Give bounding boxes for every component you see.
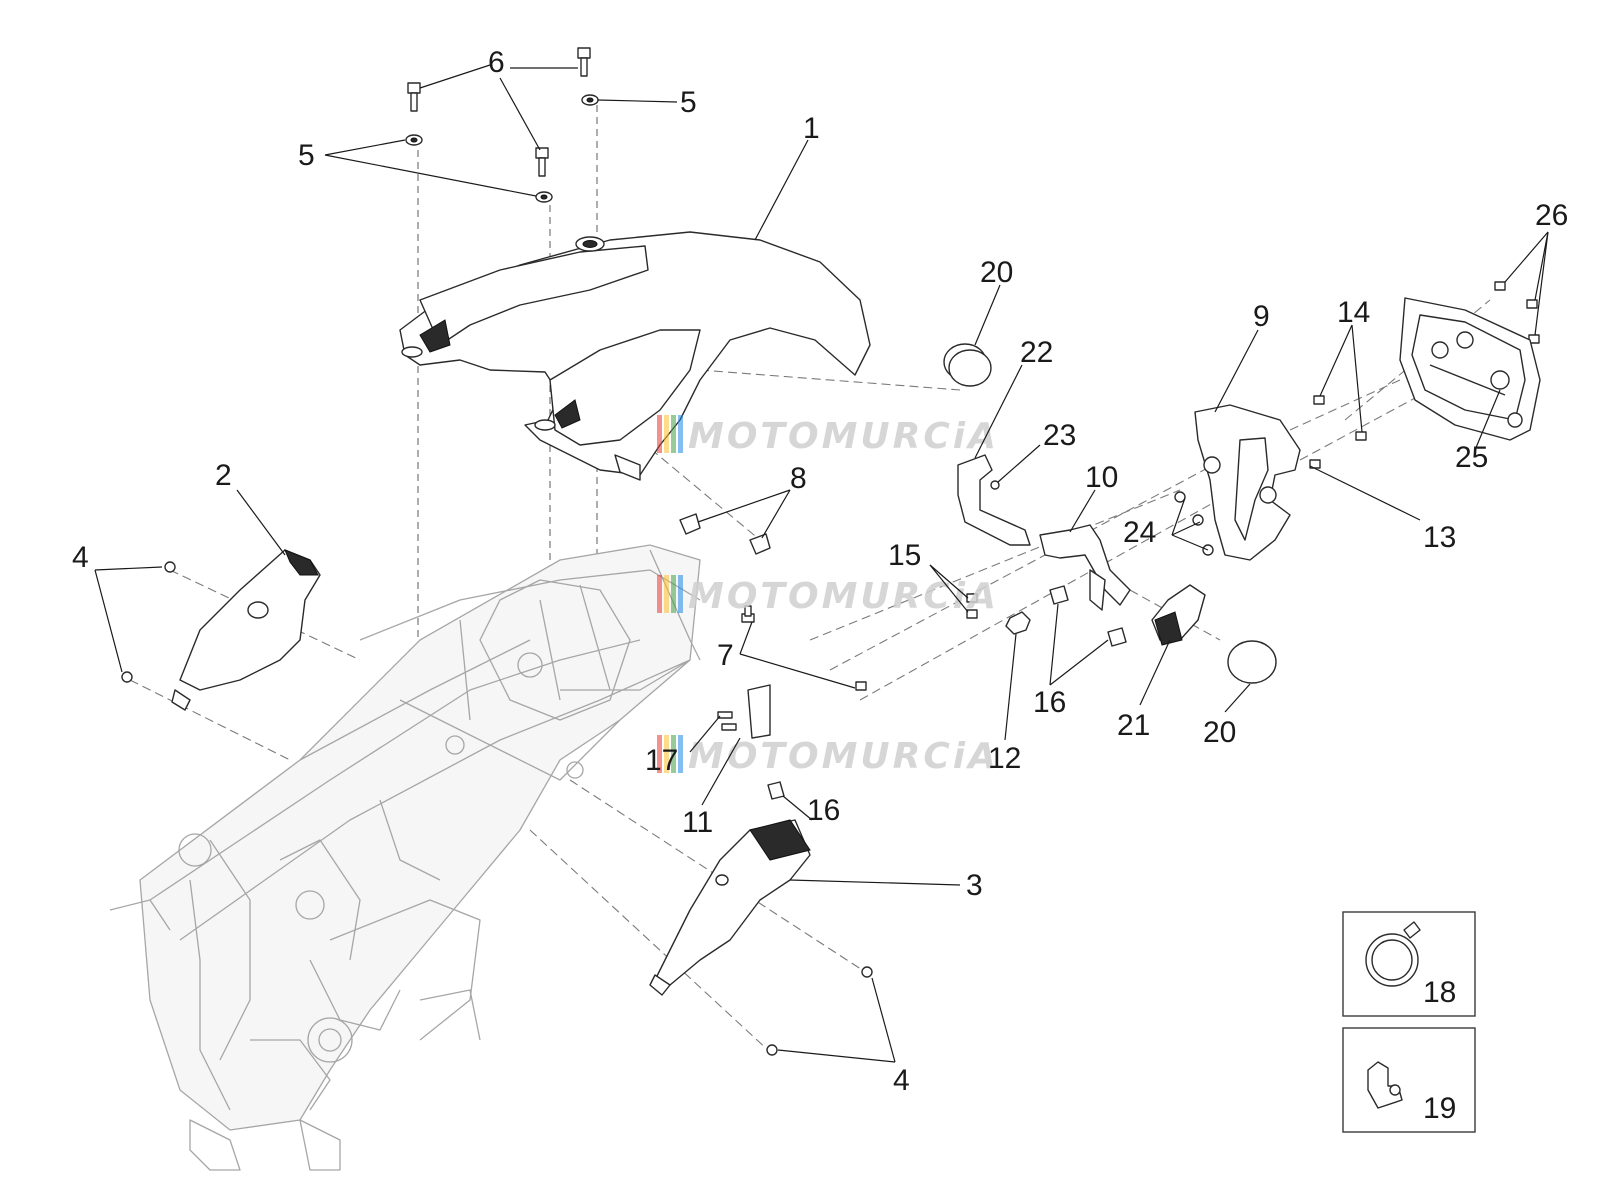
callout-14: 14 <box>1337 296 1370 329</box>
callout-8: 8 <box>790 462 807 495</box>
callout-19: 19 <box>1423 1092 1456 1125</box>
callout-12: 12 <box>988 742 1021 775</box>
rear-subframe <box>109 544 701 1171</box>
callout-26: 26 <box>1535 199 1568 232</box>
leader-lines <box>94 64 1549 1063</box>
callout-22: 22 <box>1020 336 1053 369</box>
callout-2: 2 <box>215 459 232 492</box>
inset-19-clip <box>1342 1027 1476 1133</box>
part-3-right-side-cover <box>649 819 811 996</box>
assembly-lines <box>129 105 1491 1053</box>
callout-21: 21 <box>1117 709 1150 742</box>
part-25-plate-bracket <box>1399 297 1541 441</box>
callout-3: 3 <box>966 869 983 902</box>
callout-7: 7 <box>717 639 734 672</box>
callout-9: 9 <box>1253 300 1270 333</box>
watermark-3: MOTOMURCiA <box>657 735 999 777</box>
part-2-left-side-cover <box>171 549 321 711</box>
callout-25: 25 <box>1455 441 1488 474</box>
callout-1: 1 <box>803 112 820 145</box>
watermark-2: MOTOMURCiA <box>657 575 999 617</box>
callout-11: 11 <box>682 806 713 839</box>
watermark-text: MOTOMURCiA <box>688 576 999 617</box>
part-10-bracket <box>1039 524 1131 611</box>
callout-5-right: 5 <box>680 86 697 119</box>
callout-4-right: 4 <box>893 1064 910 1097</box>
watermark-text: MOTOMURCiA <box>688 736 999 777</box>
inset-18-hose-clamp <box>1342 911 1476 1017</box>
callout-5-left: 5 <box>298 139 315 172</box>
part-1-rear-fender <box>399 231 871 481</box>
part-21-reflector-holder <box>1151 584 1206 646</box>
callout-13: 13 <box>1423 521 1456 554</box>
callout-15: 15 <box>888 539 921 572</box>
callout-10: 10 <box>1085 461 1118 494</box>
watermark-1: MOTOMURCiA <box>657 415 999 457</box>
callout-6: 6 <box>488 46 505 79</box>
watermarks: MOTOMURCiA MOTOMURCiA MOTOMURCiA <box>657 415 999 777</box>
callout-20-top: 20 <box>980 256 1013 289</box>
callout-23: 23 <box>1043 419 1076 452</box>
watermark-text: MOTOMURCiA <box>688 416 999 457</box>
callout-labels: 1 2 3 4 4 5 5 6 7 8 9 10 11 12 13 14 15 … <box>72 46 1568 1125</box>
callout-20-bottom: 20 <box>1203 716 1236 749</box>
part-20-caps <box>943 343 1277 684</box>
callout-4-left: 4 <box>72 541 89 574</box>
part-9-plate-holder <box>1194 404 1301 561</box>
callout-18: 18 <box>1423 976 1456 1009</box>
callout-16-lower: 16 <box>807 794 840 827</box>
callout-16-middle: 16 <box>1033 686 1066 719</box>
callout-17: 17 <box>645 744 678 777</box>
callout-24: 24 <box>1123 516 1156 549</box>
part-22-bracket <box>957 454 1031 546</box>
